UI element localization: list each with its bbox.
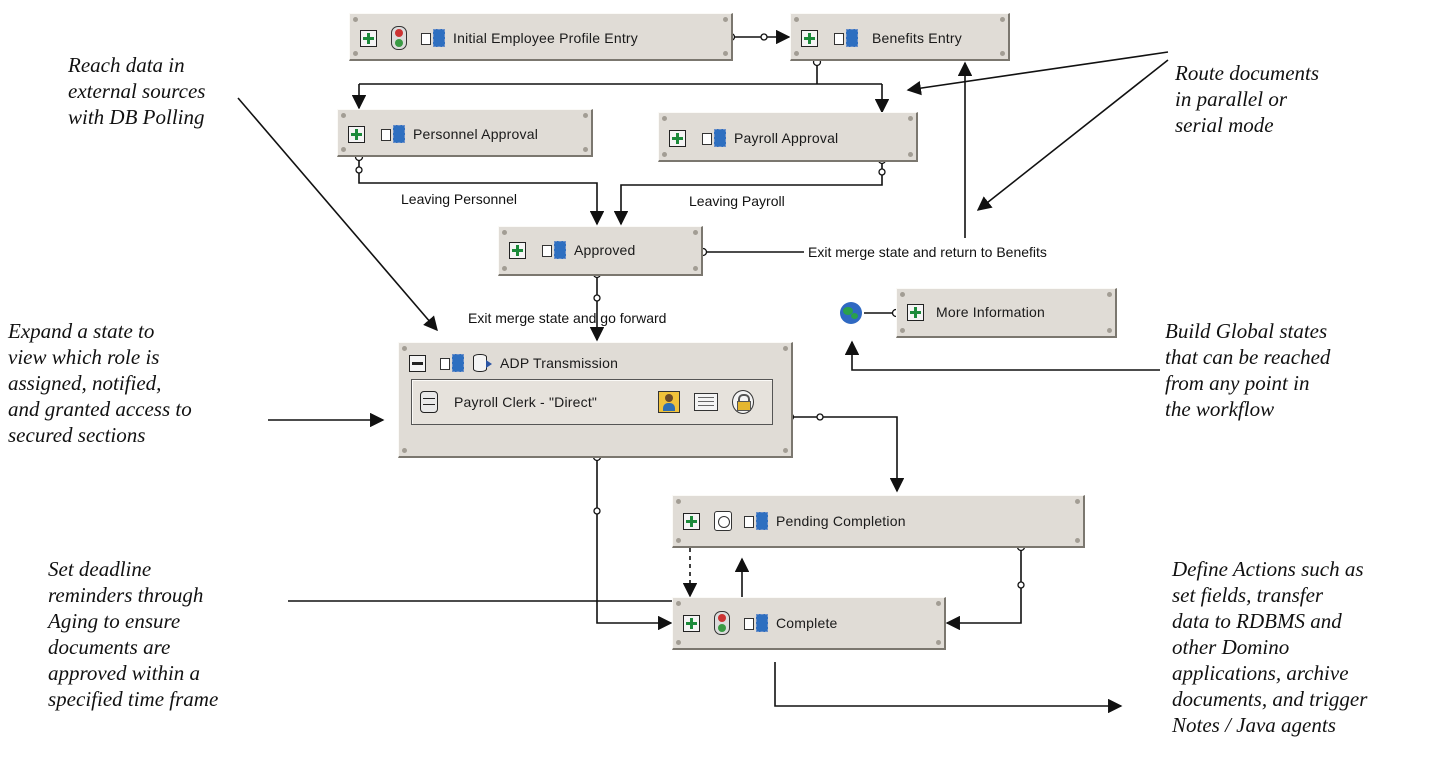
document-move-icon [744, 614, 768, 632]
node-more-information[interactable]: More Information [896, 288, 1117, 338]
node-label: Pending Completion [776, 513, 906, 529]
pointer-route-1 [906, 51, 1169, 96]
edge-label-leaving-payroll: Leaving Payroll [689, 193, 785, 209]
node-label: Complete [776, 615, 838, 631]
traffic-light-icon [714, 611, 730, 635]
globe-icon [840, 302, 862, 324]
edge-exit-return [703, 63, 965, 253]
edge-label-exit-forward: Exit merge state and go forward [468, 310, 667, 326]
pointer-route-2 [976, 59, 1169, 211]
role-assignment-panel[interactable]: Payroll Clerk - "Direct" [411, 379, 773, 425]
node-label: Benefits Entry [872, 30, 962, 46]
node-label: ADP Transmission [500, 355, 619, 371]
node-complete[interactable]: Complete [672, 597, 946, 650]
plus-box-icon[interactable] [348, 125, 365, 143]
lock-icon[interactable] [732, 390, 754, 414]
node-payroll-approval[interactable]: Payroll Approval [658, 112, 918, 162]
pointer-actions [774, 662, 1123, 714]
plus-box-icon[interactable] [669, 129, 686, 147]
edge-adp-to-pending [790, 416, 905, 493]
node-approved[interactable]: Approved [498, 226, 703, 276]
document-move-icon [421, 29, 445, 47]
traffic-light-icon [391, 26, 407, 50]
edge-label-exit-return: Exit merge state and return to Benefits [808, 244, 1047, 260]
database-arrow-icon [472, 352, 492, 374]
node-adp-transmission[interactable]: ADP Transmission Payroll Clerk - "Direct… [398, 342, 793, 458]
role-label: Payroll Clerk - "Direct" [454, 394, 598, 410]
clock-icon [714, 511, 732, 531]
node-label: Approved [574, 242, 636, 258]
node-label: More Information [936, 304, 1046, 320]
pointer-db-polling [237, 97, 438, 332]
plus-box-icon[interactable] [683, 614, 700, 632]
document-move-icon [381, 125, 405, 143]
node-label: Initial Employee Profile Entry [453, 30, 638, 46]
role-stack-icon [420, 391, 438, 413]
plus-box-icon[interactable] [907, 303, 924, 321]
mail-icon[interactable] [694, 393, 718, 411]
edge-adp-to-complete [596, 457, 673, 631]
edge-label-leaving-personnel: Leaving Personnel [401, 191, 517, 207]
person-icon[interactable] [658, 391, 680, 413]
node-initial-employee-profile-entry[interactable]: Initial Employee Profile Entry [349, 13, 733, 61]
document-move-icon [834, 29, 858, 47]
pointer-deadline [288, 557, 750, 602]
edge-pending-right [945, 547, 1022, 631]
minus-box-icon[interactable] [409, 354, 426, 372]
document-move-icon [440, 354, 464, 372]
node-label: Personnel Approval [413, 126, 539, 142]
node-label: Payroll Approval [734, 130, 839, 146]
document-move-icon [744, 512, 768, 530]
edge-benefits-split [359, 62, 882, 85]
plus-box-icon[interactable] [683, 512, 700, 530]
node-benefits-entry[interactable]: Benefits Entry [790, 13, 1010, 61]
node-pending-completion[interactable]: Pending Completion [672, 495, 1085, 548]
edge-leaving-payroll [613, 160, 883, 226]
document-move-icon [702, 129, 726, 147]
node-personnel-approval[interactable]: Personnel Approval [337, 109, 593, 157]
plus-box-icon[interactable] [509, 241, 526, 259]
pointer-global [844, 340, 1160, 371]
document-move-icon [542, 241, 566, 259]
plus-box-icon[interactable] [801, 29, 818, 47]
plus-box-icon[interactable] [360, 29, 377, 47]
